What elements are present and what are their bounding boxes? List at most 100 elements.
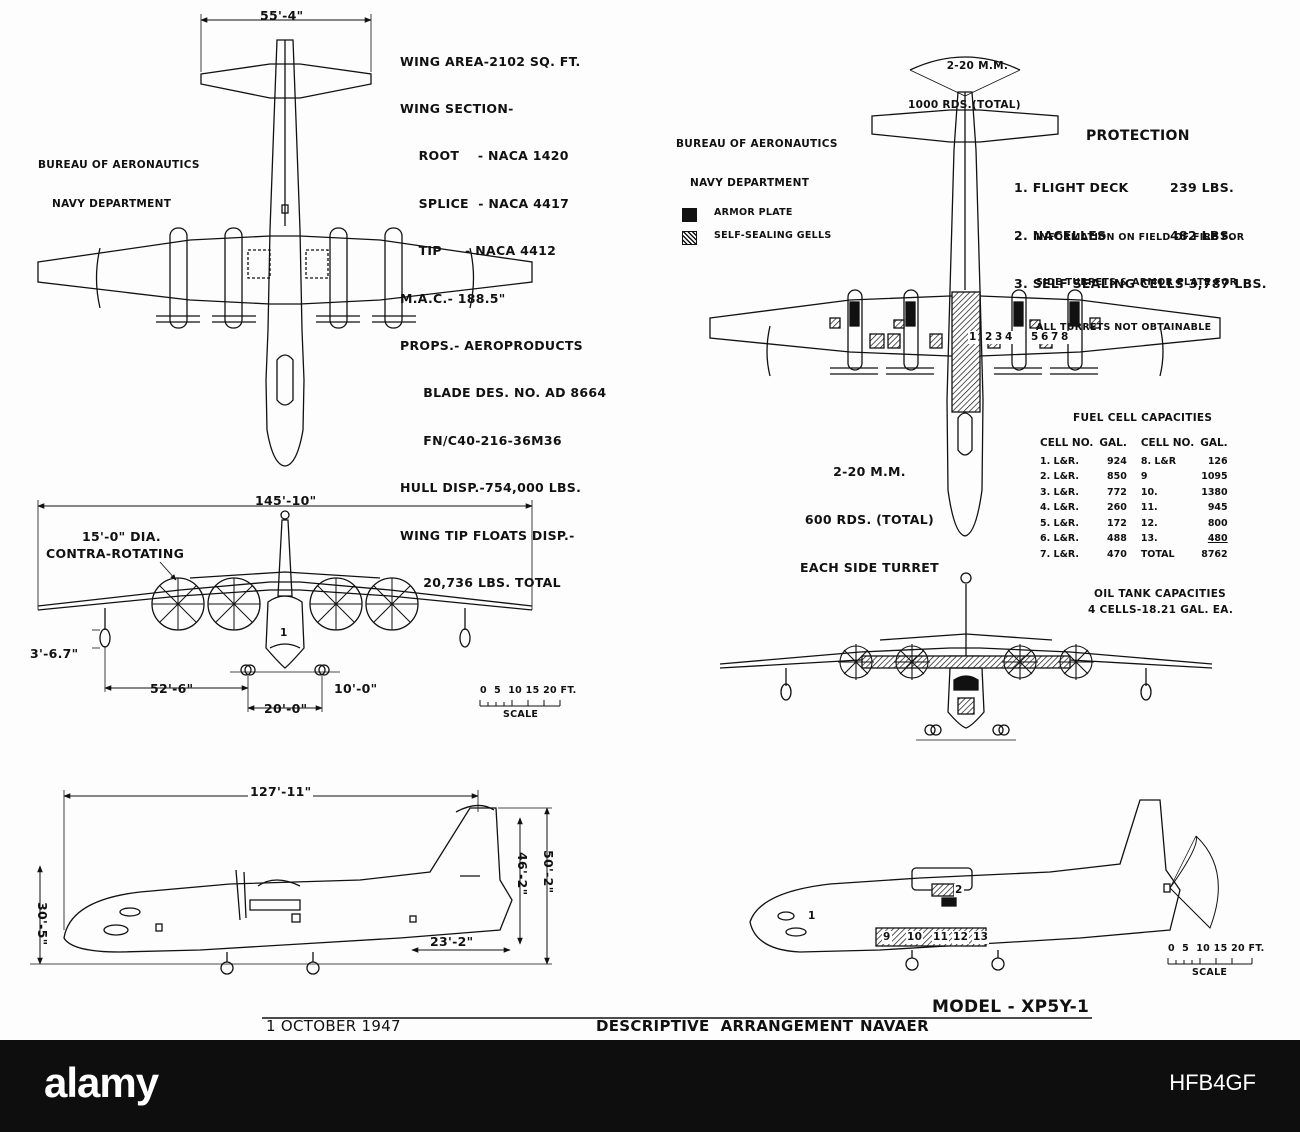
- model-designation: MODEL - XP5Y-1: [932, 997, 1090, 1017]
- protection-note-line: SIDE TURRETS & ARMOR PLATE FOR: [1036, 277, 1238, 288]
- table-cell: 488: [1106, 533, 1127, 544]
- cell-label: 1: [280, 627, 288, 639]
- dim-prop-dia: 15'-0" DIA.: [82, 529, 161, 544]
- cell-label: 2: [984, 331, 994, 344]
- table-cell: 5. L&R.: [1040, 517, 1079, 529]
- table-cell: 7. L&R.: [1040, 548, 1079, 560]
- dim-gear-track: 20'-0": [264, 701, 308, 716]
- cell-label: 9: [882, 931, 892, 944]
- self-sealing-swatch: [682, 231, 697, 245]
- cell-label: 11: [932, 931, 950, 944]
- department-name: NAVY DEPARTMENT: [690, 177, 810, 189]
- table-row: 5. L&R. 172 12. 800: [1040, 516, 1234, 532]
- dim-length: 127'-11": [248, 784, 314, 799]
- table-cell: 470: [1106, 548, 1127, 560]
- table-cell: 1. L&R.: [1040, 455, 1079, 467]
- spec-line: TIP - NACA 4412: [400, 243, 557, 259]
- cell-label: 1: [968, 331, 978, 344]
- bureau-name: BUREAU OF AERONAUTICS: [38, 159, 200, 171]
- table-cell: 1380: [1201, 486, 1228, 498]
- protection-item-label: 1. FLIGHT DECK: [1014, 180, 1129, 195]
- scale-bar-left: [479, 700, 561, 707]
- spec-line: WING TIP FLOATS DISP.-: [400, 527, 575, 543]
- spec-line: FN/C40-216-36M36: [400, 432, 562, 448]
- table-cell: 126: [1207, 455, 1228, 467]
- table-cell: 800: [1207, 517, 1228, 529]
- table-cell: 8. L&R: [1140, 455, 1177, 467]
- dim-fin-height: 46'-2": [515, 852, 530, 896]
- table-cell: 8762: [1201, 548, 1228, 560]
- table-cell: 10.: [1140, 486, 1158, 498]
- dim-step-length: 23'-2": [430, 934, 474, 949]
- column-header: GAL.: [1099, 437, 1127, 449]
- turret-side-label: 2-20 M.M. 600 RDS. (TOTAL) EACH SIDE TUR…: [800, 432, 939, 592]
- plan-view: [37, 14, 533, 467]
- dim-height: 50'-2": [541, 850, 556, 894]
- spec-line: BLADE DES. NO. AD 8664: [400, 385, 607, 401]
- protection-side-view: [749, 799, 1219, 971]
- spec-line: SPLICE - NACA 4417: [400, 195, 570, 211]
- table-cell: 12.: [1140, 517, 1158, 529]
- legend-armor-label: ARMOR PLATE: [714, 207, 793, 218]
- drawing-date: 1 OCTOBER 1947: [266, 1017, 401, 1035]
- protection-note-line: ALL TURRETS NOT OBTAINABLE: [1036, 322, 1212, 333]
- cell-label: 13: [972, 931, 990, 944]
- turret-side-position: EACH SIDE TURRET: [800, 560, 939, 575]
- dim-tail-span: 55'-4": [260, 8, 304, 23]
- turret-side-rounds: 600 RDS. (TOTAL): [804, 512, 935, 527]
- oil-table-title: OIL TANK CAPACITIES: [1094, 588, 1227, 600]
- protection-item-value: 239 LBS.: [1170, 180, 1235, 195]
- dim-float-spacing: 52'-6": [150, 681, 194, 696]
- cell-label: 12: [952, 931, 970, 944]
- cell-label: 1: [808, 910, 816, 922]
- column-header: GAL.: [1200, 437, 1228, 449]
- turret-side-guns: 2-20 M.M.: [833, 464, 906, 479]
- table-cell: 850: [1106, 471, 1127, 482]
- protection-item: 3. SELF SEALING CELLS 3,787 LBS.: [1014, 276, 1267, 292]
- table-cell: 13.: [1140, 533, 1158, 544]
- drawing-org: NAVAER: [860, 1017, 929, 1035]
- cell-label: 10: [906, 931, 924, 944]
- table-cell: 172: [1106, 517, 1127, 529]
- protection-note: INFORMATION ON FIELD OF FIRE FOR SIDE TU…: [1036, 200, 1244, 350]
- spec-line: WING AREA-2102 SQ. FT.: [400, 53, 581, 69]
- cell-label: 2: [954, 884, 964, 897]
- spec-line: PROPS.- AEROPRODUCTS: [400, 337, 583, 353]
- bureau-header-right: BUREAU OF AERONAUTICS NAVY DEPARTMENT: [676, 112, 838, 203]
- protection-item: 1. FLIGHT DECK 239 LBS.: [1014, 180, 1267, 196]
- spec-line: ROOT - NACA 1420: [400, 148, 569, 164]
- table-cell: 1095: [1201, 471, 1228, 482]
- protection-title: PROTECTION: [1086, 128, 1190, 144]
- front-view: [37, 500, 533, 712]
- oil-table-detail: 4 CELLS-18.21 GAL. EA.: [1088, 604, 1234, 616]
- drawing-sheet: BUREAU OF AERONAUTICS NAVY DEPARTMENT BU…: [30, 8, 1267, 1035]
- cell-label: 4: [1004, 331, 1014, 344]
- dim-gear-width: 10'-0": [334, 681, 378, 696]
- spec-line: WING SECTION-: [400, 100, 514, 116]
- table-cell: TOTAL: [1140, 548, 1175, 560]
- table-cell: 4. L&R.: [1040, 502, 1079, 513]
- column-header: CELL NO.: [1040, 437, 1094, 449]
- spec-line: 20,736 LBS. TOTAL: [400, 574, 561, 590]
- protection-front-view: [719, 572, 1213, 741]
- scale-label-left: SCALE: [503, 709, 539, 720]
- cell-label: 3: [994, 331, 1004, 344]
- stock-banner: [0, 1040, 1300, 1132]
- side-view: [30, 790, 552, 975]
- scale-ticks-left: 0 5 10 15 20 FT.: [480, 685, 577, 696]
- turret-top-label: 2-20 M.M. 1000 RDS.(TOTAL): [908, 34, 1021, 125]
- dim-prop-type: CONTRA-ROTATING: [46, 546, 185, 561]
- fuel-table-title: FUEL CELL CAPACITIES: [1073, 412, 1213, 424]
- table-cell: 480: [1207, 533, 1228, 544]
- dim-wing-span: 145'-10": [255, 493, 317, 508]
- cell-label: 7: [1050, 331, 1060, 344]
- scale-ticks-right: 0 5 10 15 20 FT.: [1168, 943, 1265, 954]
- protection-note-line: INFORMATION ON FIELD OF FIRE FOR: [1036, 232, 1245, 243]
- spec-line: HULL DISP.-754,000 LBS.: [400, 480, 582, 496]
- dim-float-height: 3'-6.7": [30, 646, 79, 661]
